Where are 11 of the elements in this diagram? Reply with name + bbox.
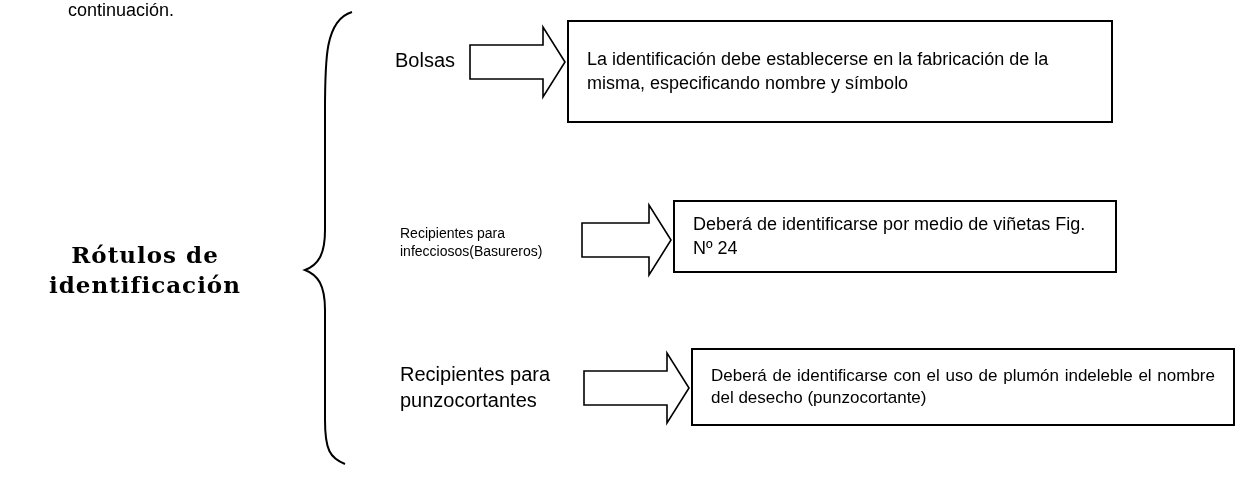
description-box: Deberá de identificarse por medio de viñetas Fig. Nº 24 [673,200,1117,273]
block-arrow [581,202,672,278]
block-arrow [469,24,566,100]
description-box: La identificación debe establecerse en la fabricación de la misma, especificando nombre y símbolo [567,20,1113,123]
category-label: Bolsas [395,40,465,80]
description-box: Deberá de identificarse con el uso de plumón indeleble el nombre del desecho (punzocortante) [691,348,1235,426]
block-arrow [583,350,690,426]
category-label: Recipientes para punzocortantes [400,352,580,422]
note-text: continuación. [68,0,175,21]
category-label: Recipientes para infecciosos(Basureros) [400,212,578,272]
heading-text: Rótulos de identificación [25,238,265,302]
